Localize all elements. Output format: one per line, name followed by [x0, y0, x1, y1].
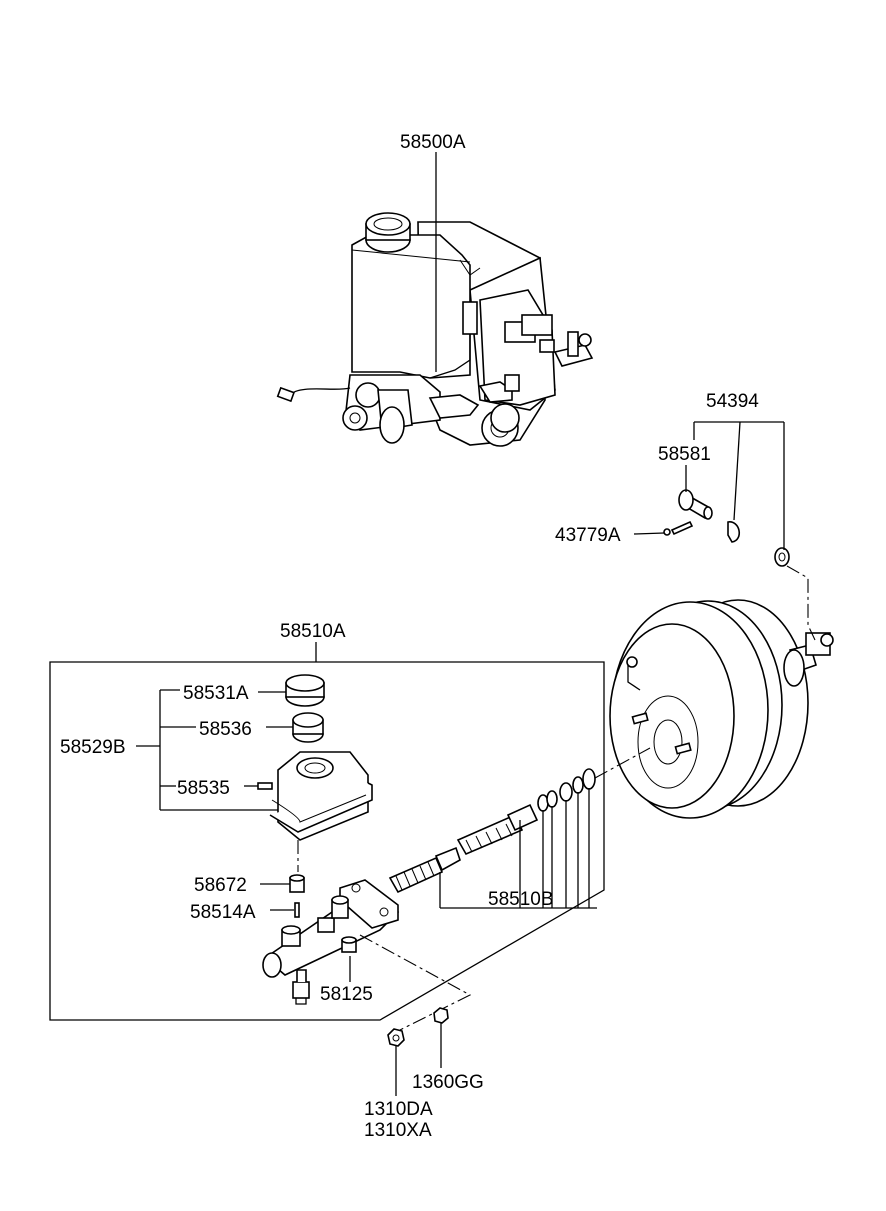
label-58125: 58125 [320, 984, 373, 1005]
clevis-pin-group [663, 489, 790, 567]
master-cylinder-body [262, 879, 400, 1005]
label-43779A: 43779A [555, 525, 621, 546]
label-58510A: 58510A [280, 621, 346, 642]
part-labels: 58500A 54394 58581 43779A 58510A 58531A … [60, 132, 759, 1141]
label-1310XA: 1310XA [364, 1120, 432, 1141]
label-58510B: 58510B [488, 889, 554, 910]
label-58672: 58672 [194, 875, 247, 896]
piston-spring-assembly [388, 768, 596, 894]
mounting-nut [387, 1028, 405, 1047]
abs-master-cylinder-assembly [276, 212, 594, 447]
reservoir-strainer [292, 712, 324, 743]
mounting-washer [433, 1007, 449, 1024]
label-58500A: 58500A [400, 132, 466, 153]
leader-lines [136, 152, 785, 1096]
label-1310DA: 1310DA [364, 1099, 433, 1120]
label-58581: 58581 [658, 444, 711, 465]
grommet [289, 874, 305, 893]
brake-booster [609, 599, 834, 819]
retaining-pin [294, 902, 300, 918]
label-1360GG: 1360GG [412, 1072, 484, 1093]
reservoir-tank [257, 751, 373, 872]
reservoir-cap [285, 674, 325, 707]
label-54394: 54394 [706, 391, 759, 412]
label-58535: 58535 [177, 778, 230, 799]
label-58536: 58536 [199, 719, 252, 740]
assembly-outline [49, 661, 605, 1021]
label-58529B: 58529B [60, 737, 126, 758]
label-58531A: 58531A [183, 683, 249, 704]
label-58514A: 58514A [190, 902, 256, 923]
